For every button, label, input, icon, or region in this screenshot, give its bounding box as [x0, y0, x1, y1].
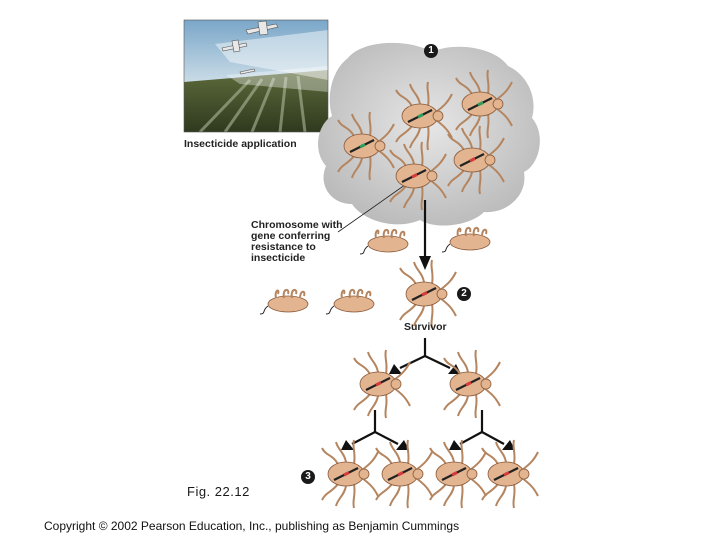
beetle-icon	[389, 141, 447, 211]
beetles-layer	[259, 69, 539, 509]
beetle-icon	[447, 125, 505, 195]
beetle-icon	[353, 349, 411, 419]
chromosome-label: Chromosome with gene conferring resistan…	[251, 220, 343, 264]
dead-beetle-icon	[325, 288, 375, 315]
beetle-icon	[443, 349, 501, 419]
copyright-notice: Copyright © 2002 Pearson Education, Inc.…	[44, 519, 460, 533]
airplane-icon	[221, 20, 279, 75]
step-badge-1: 1	[424, 44, 438, 58]
beetle-icon	[429, 439, 487, 509]
dead-beetle-icon	[259, 288, 309, 315]
step-badge-3: 3	[301, 470, 315, 484]
step-badge-2: 2	[457, 287, 471, 301]
dead-beetle-icon	[441, 226, 491, 253]
beetle-icon	[375, 439, 433, 509]
beetle-icon	[395, 81, 453, 151]
survivor-label: Survivor	[404, 321, 447, 333]
chromosome-pointer	[337, 179, 413, 233]
beetle-icon	[321, 439, 379, 509]
beetle-icon	[337, 111, 395, 181]
beetle-icon	[455, 69, 513, 139]
beetle-icon	[399, 259, 457, 329]
chromosome-label-line: insecticide	[251, 252, 306, 264]
beetle-icon	[481, 439, 539, 509]
chromosome-label-line: resistance to	[251, 241, 316, 253]
insecticide-photo	[183, 19, 329, 134]
figure-label: Fig. 22.12	[187, 484, 250, 499]
chromosome-label-line: gene conferring	[251, 230, 331, 242]
flow-arrows	[341, 200, 515, 450]
chromosome-label-line: Chromosome with	[251, 219, 343, 231]
photo-caption: Insecticide application	[184, 138, 297, 150]
dead-beetle-icon	[359, 228, 409, 255]
